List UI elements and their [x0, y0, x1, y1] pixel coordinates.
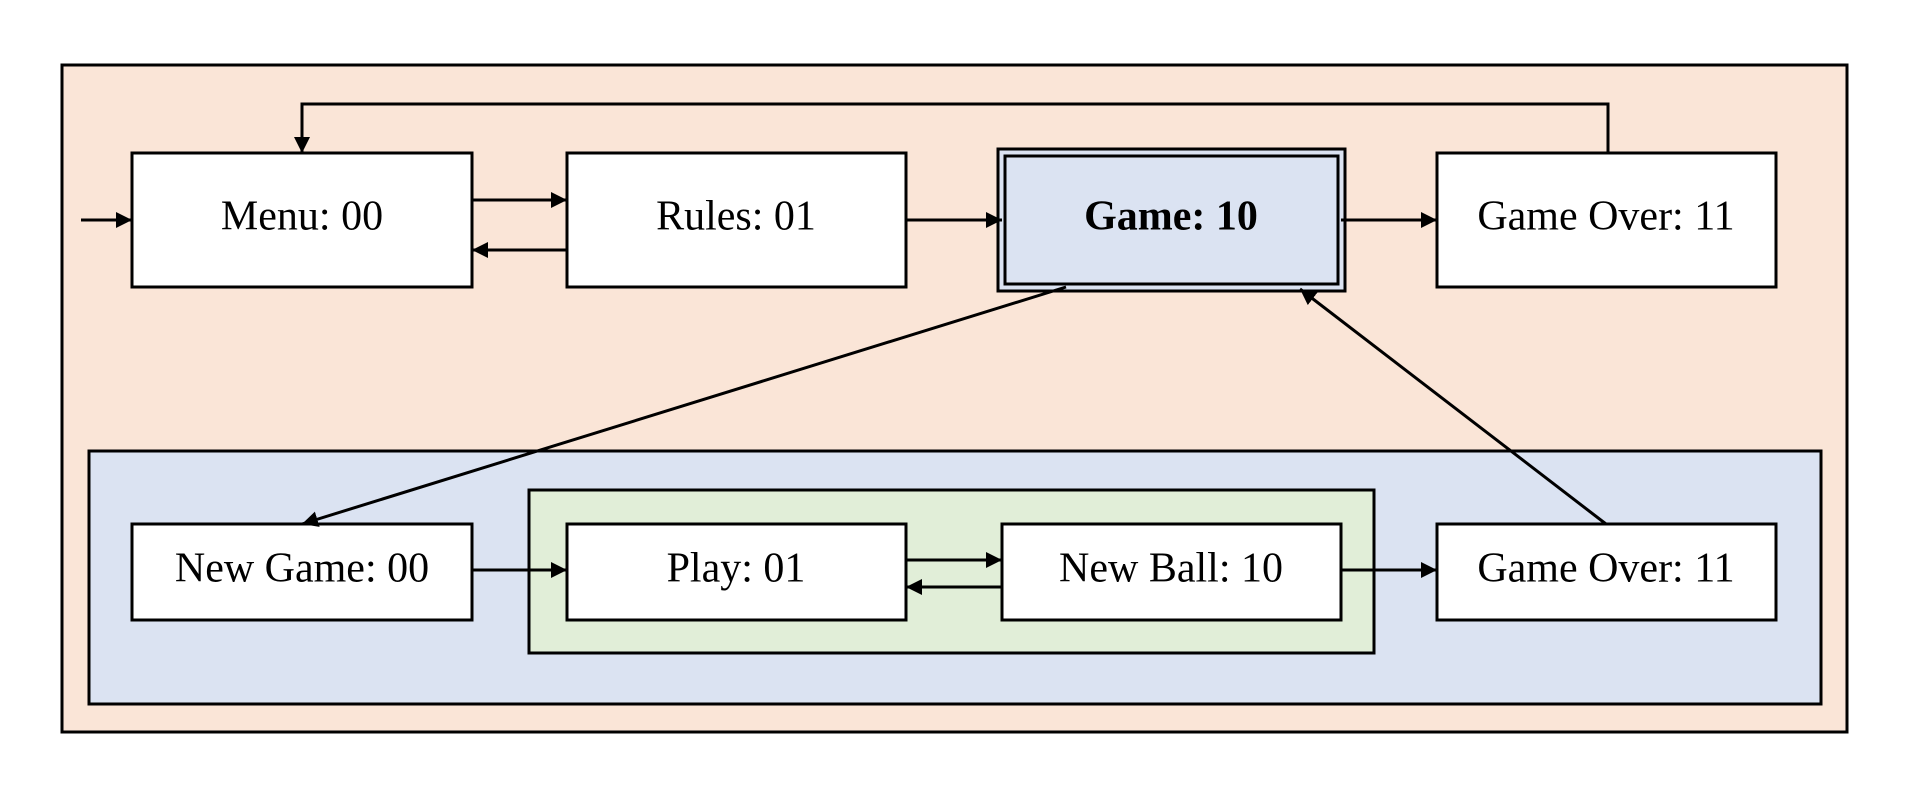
state-game-over-bottom: Game Over: 11	[1435, 522, 1778, 622]
state-new-ball: New Ball: 10	[1000, 522, 1343, 622]
game-to-new-game-arrow	[301, 285, 1067, 527]
state-play-label: Play: 01	[667, 546, 806, 592]
state-game-over-bottom-label: Game Over: 11	[1477, 546, 1734, 592]
state-new-game: New Game: 00	[130, 522, 474, 622]
state-new-game-label: New Game: 00	[175, 546, 429, 592]
state-game-over-top: Game Over: 11	[1435, 151, 1778, 289]
state-game-over-top-label: Game Over: 11	[1477, 194, 1734, 240]
state-menu-label: Menu: 00	[221, 194, 383, 240]
state-game: Game: 10	[996, 147, 1347, 293]
game-over-bottom-to-game-arrow	[1299, 287, 1607, 526]
state-game-label: Game: 10	[1084, 194, 1258, 240]
state-rules: Rules: 01	[565, 151, 908, 289]
state-play: Play: 01	[565, 522, 908, 622]
state-menu: Menu: 00	[130, 151, 474, 289]
state-new-ball-label: New Ball: 10	[1059, 546, 1283, 592]
state-rules-label: Rules: 01	[656, 194, 816, 240]
game-over-to-menu-arrow	[294, 102, 1610, 153]
